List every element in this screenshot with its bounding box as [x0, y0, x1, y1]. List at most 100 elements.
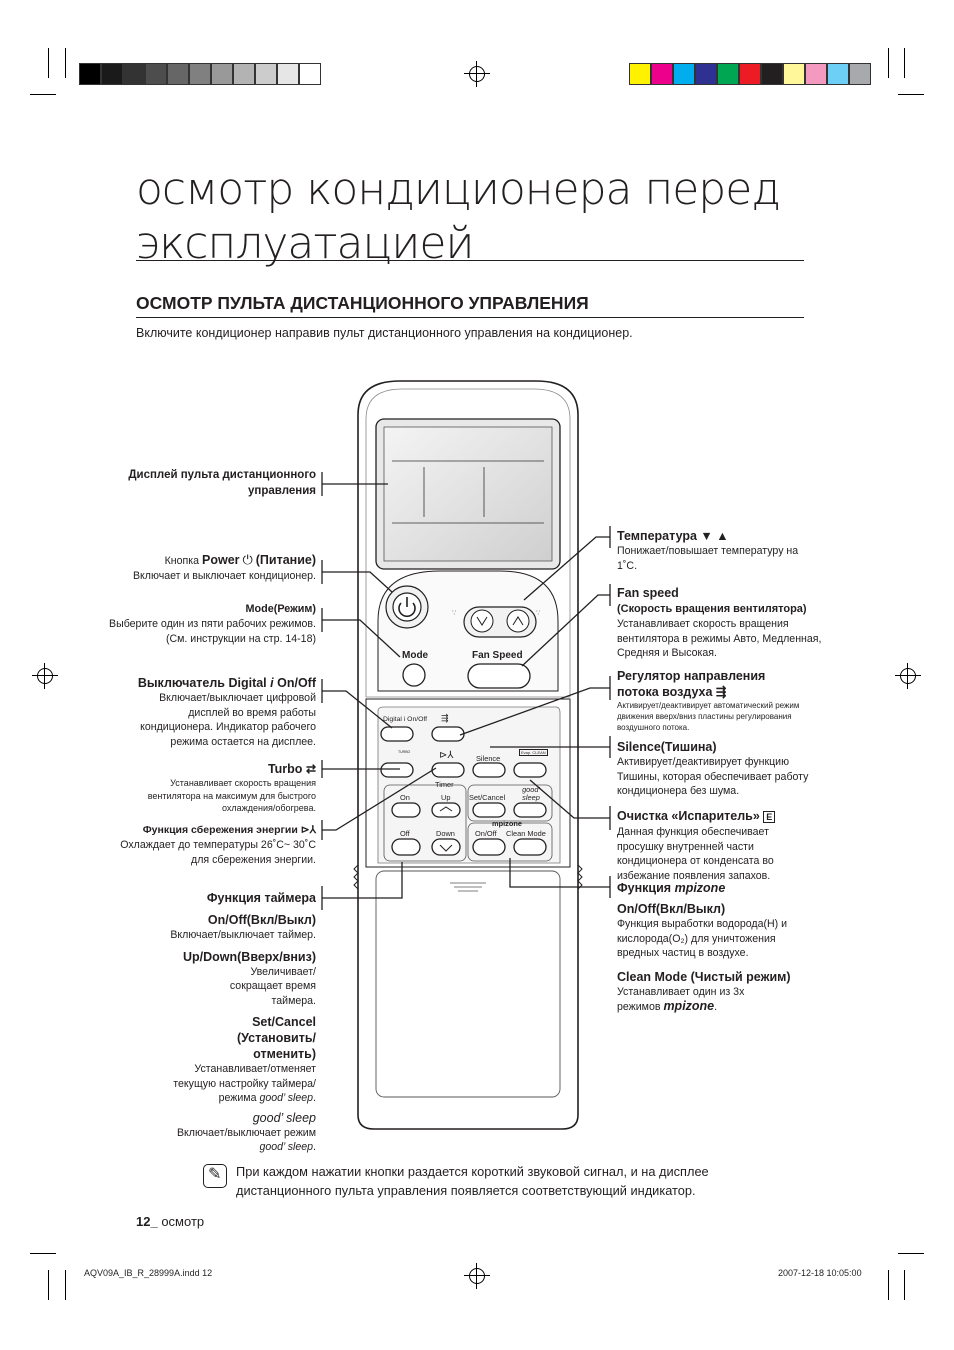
page-footer: 12_ осмотр	[136, 1214, 204, 1229]
crop-mark	[904, 1270, 905, 1300]
silence-callout: Silence(Тишина) Активирует/деактивирует …	[617, 739, 817, 799]
temp-desc: Понижает/повышает температуру на 1˚C.	[617, 545, 799, 572]
good-sleep-label: good' sleep	[522, 785, 540, 802]
mpizone-onoff-label: On/Off	[475, 829, 497, 838]
clean-desc2: режимов mpizone.	[617, 999, 817, 1015]
setcancel-title: Set/Cancel (Установить/отменить)	[236, 1015, 316, 1061]
color-swatch	[189, 63, 211, 85]
color-swatch	[145, 63, 167, 85]
evap-title: Очистка «Испаритель» E	[617, 808, 817, 825]
turbo-desc: Устанавливает скорость вращения вентилят…	[147, 778, 316, 813]
crop-mark	[888, 48, 889, 78]
evap-callout: Очистка «Испаритель» E Данная функция об…	[617, 808, 817, 883]
goodsleep-word: good’ sleep	[259, 1141, 314, 1153]
color-swatch	[651, 63, 673, 85]
registration-mark-icon	[32, 663, 58, 689]
power-prefix: Кнопка	[164, 555, 200, 567]
timer-off-label: Off	[400, 829, 410, 838]
page-number: 12_	[136, 1214, 158, 1229]
goodsleep-title: good’ sleep	[252, 1110, 316, 1125]
mpi-title: Функция mpizone	[617, 880, 817, 896]
timer-updown-desc: Увеличивает/сокращает время таймера.	[229, 965, 316, 1007]
power-desc: Включает и выключает кондиционер.	[132, 569, 316, 582]
turbo-title: Turbo ⇄	[140, 761, 316, 777]
color-swatch	[79, 63, 101, 85]
digital-title-text: Выключатель Digital	[137, 676, 267, 690]
note-icon: ✎	[203, 1164, 227, 1188]
crop-mark	[48, 48, 49, 78]
digital-desc: Включает/выключает цифровой дисплей во в…	[140, 692, 316, 748]
registration-mark-icon	[464, 61, 490, 87]
energy-title: Функция сбережения энергии ⊳⅄	[142, 824, 316, 836]
silence-desc: Активирует/деактивирует функцию Тишины, …	[617, 756, 809, 797]
digital-i-icon: i	[270, 676, 274, 690]
clean-desc: Устанавливает один из 3х	[617, 985, 745, 998]
footer-section: осмотр	[161, 1214, 205, 1229]
crop-mark	[898, 94, 924, 95]
intro-text: Включите кондиционер направив пульт дист…	[136, 326, 633, 340]
temp-callout: Температура ▼ ▲ Понижает/повышает темпер…	[617, 528, 817, 573]
timer-onoff-desc: Включает/выключает таймер.	[170, 929, 316, 941]
crop-mark	[898, 1253, 924, 1254]
goodsleep-desc2: good’ sleep.	[140, 1140, 316, 1155]
fan-subtitle: (Скорость вращения вентилятора)	[617, 603, 807, 615]
color-swatch	[233, 63, 255, 85]
crop-mark	[888, 1270, 889, 1300]
page-title: осмотр кондиционера перед эксплуатацией	[136, 164, 781, 269]
fan-speed-button-label: Fan Speed	[472, 650, 523, 661]
slug-file: AQV09A_IB_R_28999A.indd 12	[84, 1268, 213, 1278]
energy-callout: Функция сбережения энергии ⊳⅄ Охлаждает …	[110, 822, 316, 867]
section-title: ОСМОТР ПУЛЬТА ДИСТАНЦИОННОГО УПРАВЛЕНИЯ	[136, 293, 589, 313]
goodsleep-period: .	[313, 1141, 316, 1153]
color-swatch	[673, 63, 695, 85]
turbo-icon: TURBO	[398, 750, 411, 754]
timer-callout: Функция таймера On/Off(Вкл/Выкл) Включае…	[140, 890, 316, 1155]
color-swatch	[277, 63, 299, 85]
evap-title-icon: E	[763, 811, 776, 823]
fan-title: Fan speed	[617, 586, 679, 600]
digital-button-label: Digital i On/Off	[383, 716, 428, 723]
display-callout: Дисплей пульта дистанционного управления	[120, 467, 316, 499]
turbo-callout: Turbo ⇄ Устанавливает скорость вращения …	[140, 761, 316, 815]
setcancel-goodsleep: good’ sleep	[259, 1092, 314, 1104]
slug-date: 2007-12-18 10:05:00	[778, 1268, 862, 1278]
timer-down-label: Down	[436, 829, 455, 838]
color-swatch	[299, 63, 321, 85]
color-swatch	[761, 63, 783, 85]
color-swatch	[167, 63, 189, 85]
digital-title-onoff: On/Off	[277, 676, 316, 690]
color-swatch	[827, 63, 849, 85]
crop-mark	[30, 1253, 56, 1254]
mode-button-label: Mode	[402, 650, 429, 661]
setcancel-desc: Устанавливает/отменяет текущую настройку…	[173, 1063, 316, 1090]
title-rule	[136, 260, 804, 261]
crop-mark	[65, 1270, 66, 1300]
setcancel-desc2-text: режима	[218, 1092, 257, 1104]
evap-title-text: Очистка «Испаритель»	[617, 809, 760, 823]
svg-text:∵: ∵	[452, 609, 457, 617]
section-rule	[136, 317, 804, 318]
goodsleep-desc: Включает/выключает режим	[176, 1126, 316, 1139]
turbo-title-icon: ⇄	[305, 762, 316, 776]
note-text: При каждом нажатии кнопки раздается коро…	[236, 1164, 709, 1198]
power-icon: ⏻	[242, 552, 253, 567]
clean-mode-label: Clean Mode	[506, 829, 546, 838]
mpi-title-text: Функция	[617, 881, 672, 895]
mode-desc: Выберите один из пяти рабочих режимов. (…	[109, 618, 316, 645]
clean-desc2-text: режимов	[617, 1001, 661, 1013]
color-swatch	[849, 63, 871, 85]
evap-desc: Данная функция обеспечивает просушку вну…	[617, 826, 774, 882]
energy-saving-icon: ⊳⅄	[439, 750, 454, 761]
silence-button-label: Silence	[476, 754, 501, 763]
turbo-title-text: Turbo	[267, 762, 303, 776]
timer-onoff-title: On/Off(Вкл/Выкл)	[207, 913, 316, 927]
mpi-onoff-title: On/Off(Вкл/Выкл)	[617, 902, 726, 916]
digital-title: Выключатель Digital i On/Off	[120, 675, 316, 691]
crop-mark	[904, 48, 905, 78]
airflow-callout: Регулятор направления потока воздуха ⇶ А…	[617, 668, 803, 733]
display-title: Дисплей пульта дистанционного управления	[128, 469, 316, 497]
color-swatch	[717, 63, 739, 85]
timer-label: Timer	[435, 780, 454, 789]
remote-control-illustration: ∵ ∵	[353, 380, 583, 1130]
energy-desc: Охлаждает до температуры 26˚C~ 30˚C для …	[120, 839, 316, 866]
